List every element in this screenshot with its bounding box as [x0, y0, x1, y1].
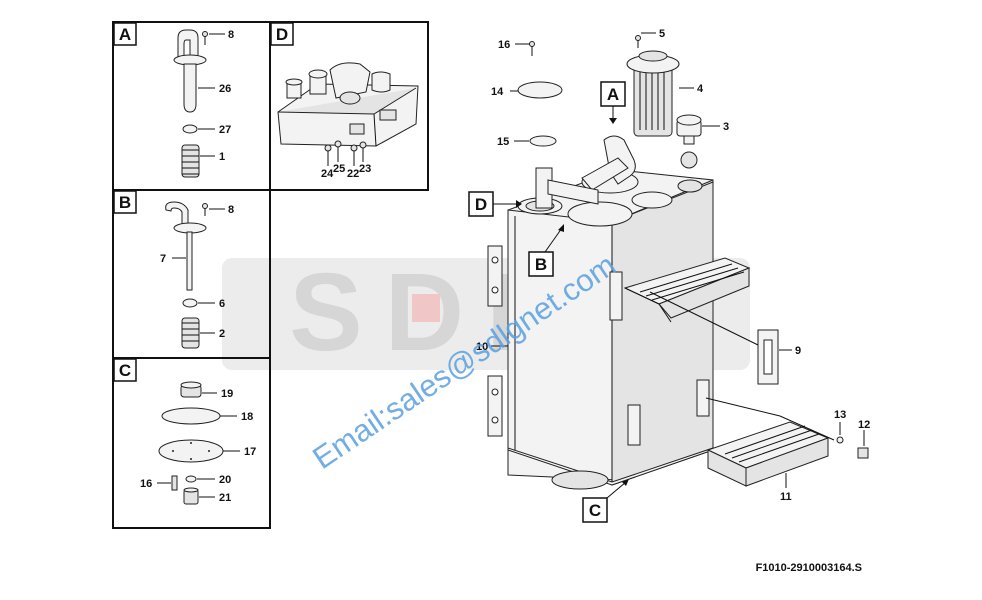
- svg-text:D: D: [276, 25, 288, 44]
- section-a-parts: 8 26 27 1: [173, 29, 234, 178]
- section-label-c: C: [113, 358, 137, 382]
- detail-marker-c: C: [582, 479, 629, 523]
- callout-9: 9: [795, 345, 801, 357]
- section-label-a: A: [113, 22, 137, 46]
- lower-step: [705, 397, 869, 487]
- callout-5: 5: [659, 28, 665, 40]
- svg-text:B: B: [119, 193, 131, 212]
- detail-marker-d: D: [468, 191, 522, 217]
- detail-marker-a: A: [600, 81, 626, 124]
- callout-b-2: 2: [219, 328, 225, 340]
- callout-a-8: 8: [228, 29, 234, 41]
- callout-10: 10: [476, 341, 488, 353]
- callout-d-23: 23: [359, 163, 371, 175]
- callout-c-16: 16: [140, 478, 152, 490]
- callout-d-24: 24: [321, 168, 334, 180]
- callout-4: 4: [697, 83, 704, 95]
- svg-text:B: B: [535, 255, 547, 274]
- section-d-parts: 24 25 22 23: [277, 62, 419, 180]
- section-label-b: B: [113, 190, 137, 214]
- callout-b-6: 6: [219, 298, 225, 310]
- callout-13: 13: [834, 409, 846, 421]
- callout-c-17: 17: [244, 446, 256, 458]
- callout-c-20: 20: [219, 474, 231, 486]
- callout-a-26: 26: [219, 83, 231, 95]
- svg-text:A: A: [119, 25, 131, 44]
- svg-text:D: D: [475, 195, 487, 214]
- callout-b-8: 8: [228, 204, 234, 216]
- section-b-parts: 8 7 6 2: [160, 201, 234, 349]
- bracket-9: [649, 291, 779, 385]
- callout-b-7: 7: [160, 253, 166, 265]
- drawing-code: F1010-2910003164.S: [756, 562, 862, 574]
- callout-16: 16: [498, 39, 510, 51]
- callout-c-19: 19: [221, 388, 233, 400]
- detail-marker-b: B: [528, 224, 564, 277]
- section-frames: [112, 21, 429, 529]
- hydraulic-tank: [487, 35, 714, 490]
- callout-c-21: 21: [219, 492, 231, 504]
- callout-d-22: 22: [347, 168, 359, 180]
- svg-text:C: C: [589, 501, 601, 520]
- callout-14: 14: [491, 86, 504, 98]
- callout-d-25: 25: [333, 163, 345, 175]
- svg-text:A: A: [607, 85, 619, 104]
- callout-3: 3: [723, 121, 729, 133]
- section-label-d: D: [270, 22, 294, 46]
- upper-step: [623, 257, 751, 323]
- callout-a-27: 27: [219, 124, 231, 136]
- callout-a-1: 1: [219, 151, 225, 163]
- callout-15: 15: [497, 136, 509, 148]
- section-c-parts: 19 18 17 16 20 21: [140, 381, 256, 505]
- main-callouts: 16 14 15 5 4 3 9 10 13 12 11: [476, 28, 870, 503]
- callout-12: 12: [858, 419, 870, 431]
- callout-c-18: 18: [241, 411, 253, 423]
- svg-text:C: C: [119, 361, 131, 380]
- callout-11: 11: [780, 491, 792, 503]
